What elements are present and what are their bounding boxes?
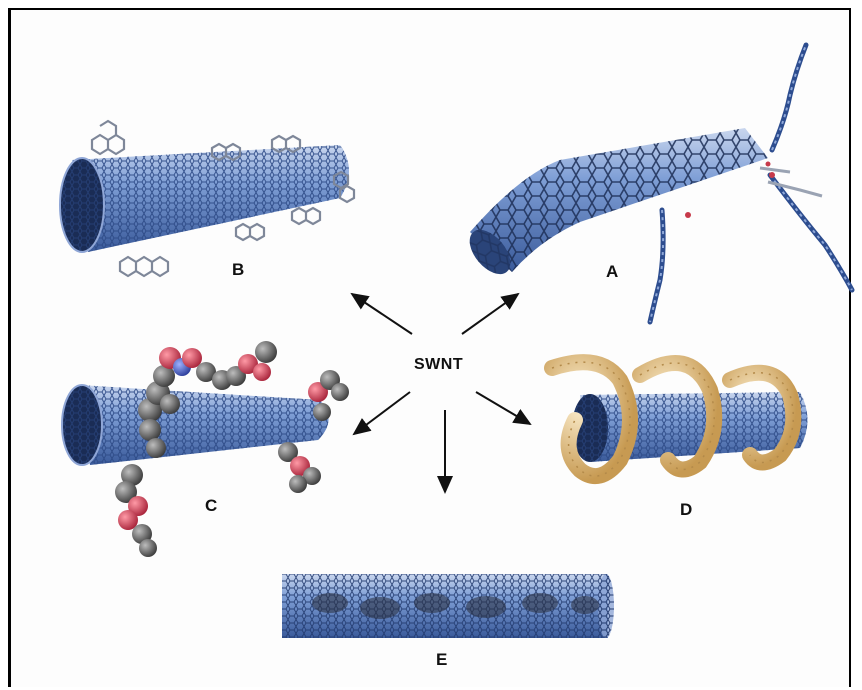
panel-d-nanotube [552, 362, 808, 476]
arrow-to-a [462, 294, 518, 334]
arrow-to-c [354, 392, 410, 434]
panel-b-nanotube [60, 121, 354, 276]
label-c: C [205, 496, 217, 516]
arrow-to-b [352, 294, 412, 334]
arrow-to-d [476, 392, 530, 424]
arrows [352, 294, 530, 492]
panel-e-nanotube [282, 574, 614, 638]
label-b: B [232, 260, 244, 280]
label-d: D [680, 500, 692, 520]
panel-c-nanotube [62, 341, 349, 557]
label-a: A [606, 262, 618, 282]
swnt-center-label: SWNT [414, 356, 463, 374]
panel-a-nanotube [462, 45, 852, 322]
label-e: E [436, 650, 447, 670]
